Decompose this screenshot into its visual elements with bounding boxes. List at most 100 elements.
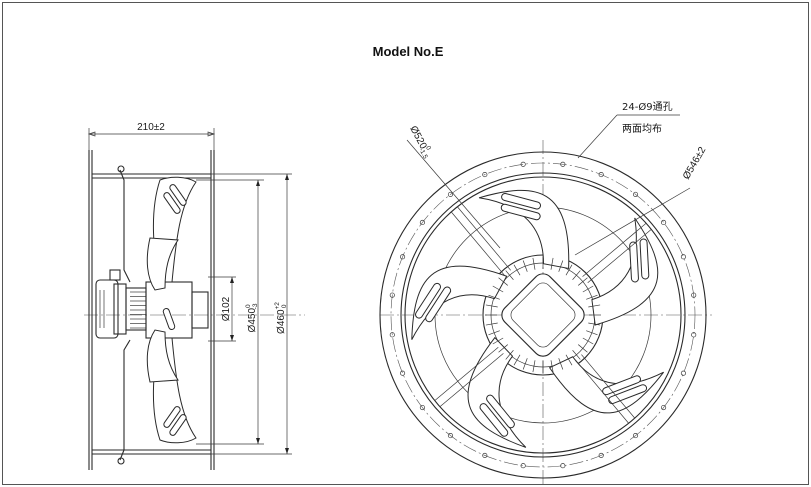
bolt-hole [447,191,454,197]
hub-fin [586,294,598,300]
bolt-hole [691,292,697,298]
dim-blade-dia-base: Ø450 [247,308,258,333]
dim-outer-dia: Ø460+20 [274,302,288,334]
blade-slot [501,192,541,210]
dim-ring-dia-tol-upper: 0 [424,145,432,152]
dim-blade-dia: Ø4500-3 [245,303,259,332]
hub-fin [550,257,554,270]
blade-slot [500,203,541,221]
guard-spokes [434,206,652,424]
blade-slot [486,394,515,429]
blade-slot [629,241,639,283]
hub-fin [550,360,554,373]
bolt-hole [560,161,566,167]
bolt-hole [482,452,488,458]
bolt-hole [419,404,425,411]
hub-fin [532,257,536,270]
guard-spoke [587,229,652,283]
hub-fin [582,337,594,345]
bolt-hole [419,219,425,226]
bolt-hole [661,404,667,411]
blade-slot [425,286,452,323]
bolt-hole [598,172,604,178]
hub-fin [565,354,573,366]
dim-outer-dia-tol-upper: +2 [274,302,281,310]
hub-fin [488,294,500,300]
hub-fin [485,304,498,308]
bolt-hole [389,332,395,338]
bolt-hole [520,463,526,469]
hub-fins [485,257,601,373]
guard-spoke [450,211,505,276]
hub-fin [558,358,564,370]
bolt-hole [447,433,454,439]
hub-fin [492,285,504,293]
model-title: Model No.E [373,44,444,59]
hub-fin [565,264,573,276]
guard-spoke [457,206,511,271]
fan-blade [467,336,527,448]
hub-fin [485,322,498,326]
dim-blade-dia-tol-lower: -3 [252,303,259,309]
dim-hub-dia: Ø102 [221,296,232,321]
hub-fin [492,337,504,345]
bolt-hole [400,370,406,376]
hub-fin [572,270,581,280]
fan-blades [411,189,665,448]
fan-blade [478,189,570,270]
hub-fin [578,277,588,286]
guard-spoke [582,222,647,277]
hub-fin [586,330,598,336]
bolt-hole [632,433,639,439]
bolt-holes [389,161,697,469]
hub-fin [522,260,528,272]
fan-blade [591,217,659,326]
hub-fin [578,344,588,353]
hub-fin [498,277,508,286]
bolt-hole [598,452,604,458]
blade-slot [415,282,442,319]
hub-fin [588,304,601,308]
hub-fin [488,330,500,336]
bolt-hole [389,292,395,298]
fan-blade [411,265,508,340]
hub-fin [532,360,536,373]
hub-fin [522,358,528,370]
dim-side-width: 210±2 [137,122,165,133]
note-holes-line2: 两面均布 [622,123,662,135]
dim-outer-dia-tol-lower: 0 [281,304,288,308]
bolt-hole [680,370,686,376]
dim-ring-dia-tol-lower: -1.5 [417,147,429,161]
hub-fin [588,322,601,326]
bolt-hole [661,219,667,226]
hub-fin [498,344,508,353]
front-view: Ø5200-1.5 Ø546±2 24-Ø9通孔 两面均布 [379,101,712,484]
bolt-hole [520,161,526,167]
guard-spoke [575,359,629,424]
bolt-hole [632,191,639,197]
note-holes-line1: 24-Ø9通孔 [622,101,673,113]
hub-fin [513,354,521,366]
dim-outer-dia-base: Ø460 [276,309,287,334]
bolt-hole [680,254,686,260]
dim-blade-dia-tol-upper: 0 [245,304,252,308]
guard-spoke [434,347,499,401]
hub-fin [582,285,594,293]
blade-slot [639,238,650,280]
side-view: 210±2 Ø102 Ø4500-3 Ø460+20 [84,122,305,470]
dim-ring-dia: Ø5200-1.5 [406,123,435,160]
guard-spoke [581,354,636,419]
dim-bolt-circle: Ø546±2 [681,145,709,182]
bolt-hole [482,172,488,178]
hub-fin [558,260,564,272]
blade-slot [479,403,509,437]
bolt-hole [400,254,406,260]
bolt-hole [560,463,566,469]
hub-fin [505,270,514,280]
hub-fin [505,350,514,360]
bolt-hole [691,332,697,338]
hub-fin [572,350,581,360]
